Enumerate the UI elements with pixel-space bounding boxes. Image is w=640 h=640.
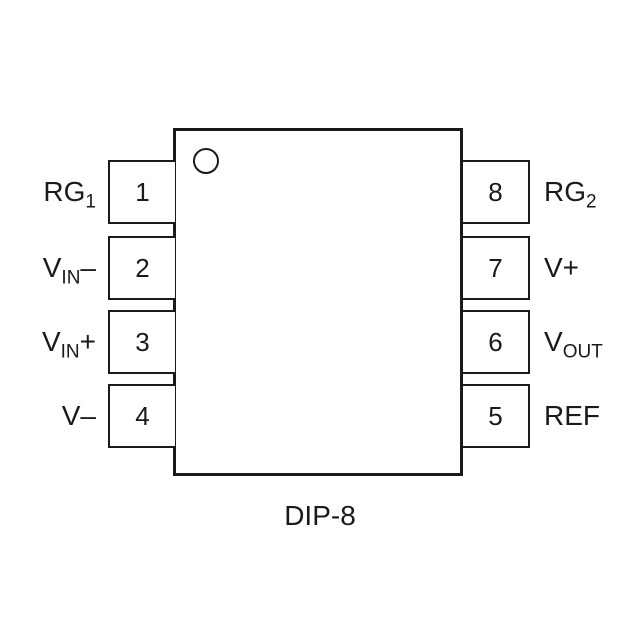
pin1-indicator-icon [193,148,219,174]
pin-5: 5 [463,384,530,448]
pin-number: 5 [488,400,503,431]
pin-number: 1 [135,176,150,207]
package-caption: DIP-8 [284,500,356,531]
chip-body [173,128,463,476]
pin-number: 4 [135,400,150,431]
pin-4-label: V– [61,400,96,431]
pin-2-label: VIN– [42,252,96,289]
pin-6: 6 [463,310,530,374]
pin-2: 2 [108,236,175,300]
pin-number: 3 [135,326,150,357]
pin-number: 6 [488,326,503,357]
pin-6-label: VOUT [544,326,603,363]
pin-3: 3 [108,310,175,374]
pin-number: 7 [488,252,503,283]
pin-3-label: VIN+ [41,326,96,363]
pin-1: 1 [108,160,175,224]
pin-4: 4 [108,384,175,448]
pin-7-label: V+ [544,252,580,283]
pin-1-label: RG1 [43,176,96,213]
pin-8-label: RG2 [544,176,597,213]
pin-5-label: REF [544,400,600,431]
pin-number: 8 [488,176,503,207]
pin-number: 2 [135,252,150,283]
pin-7: 7 [463,236,530,300]
pin-8: 8 [463,160,530,224]
